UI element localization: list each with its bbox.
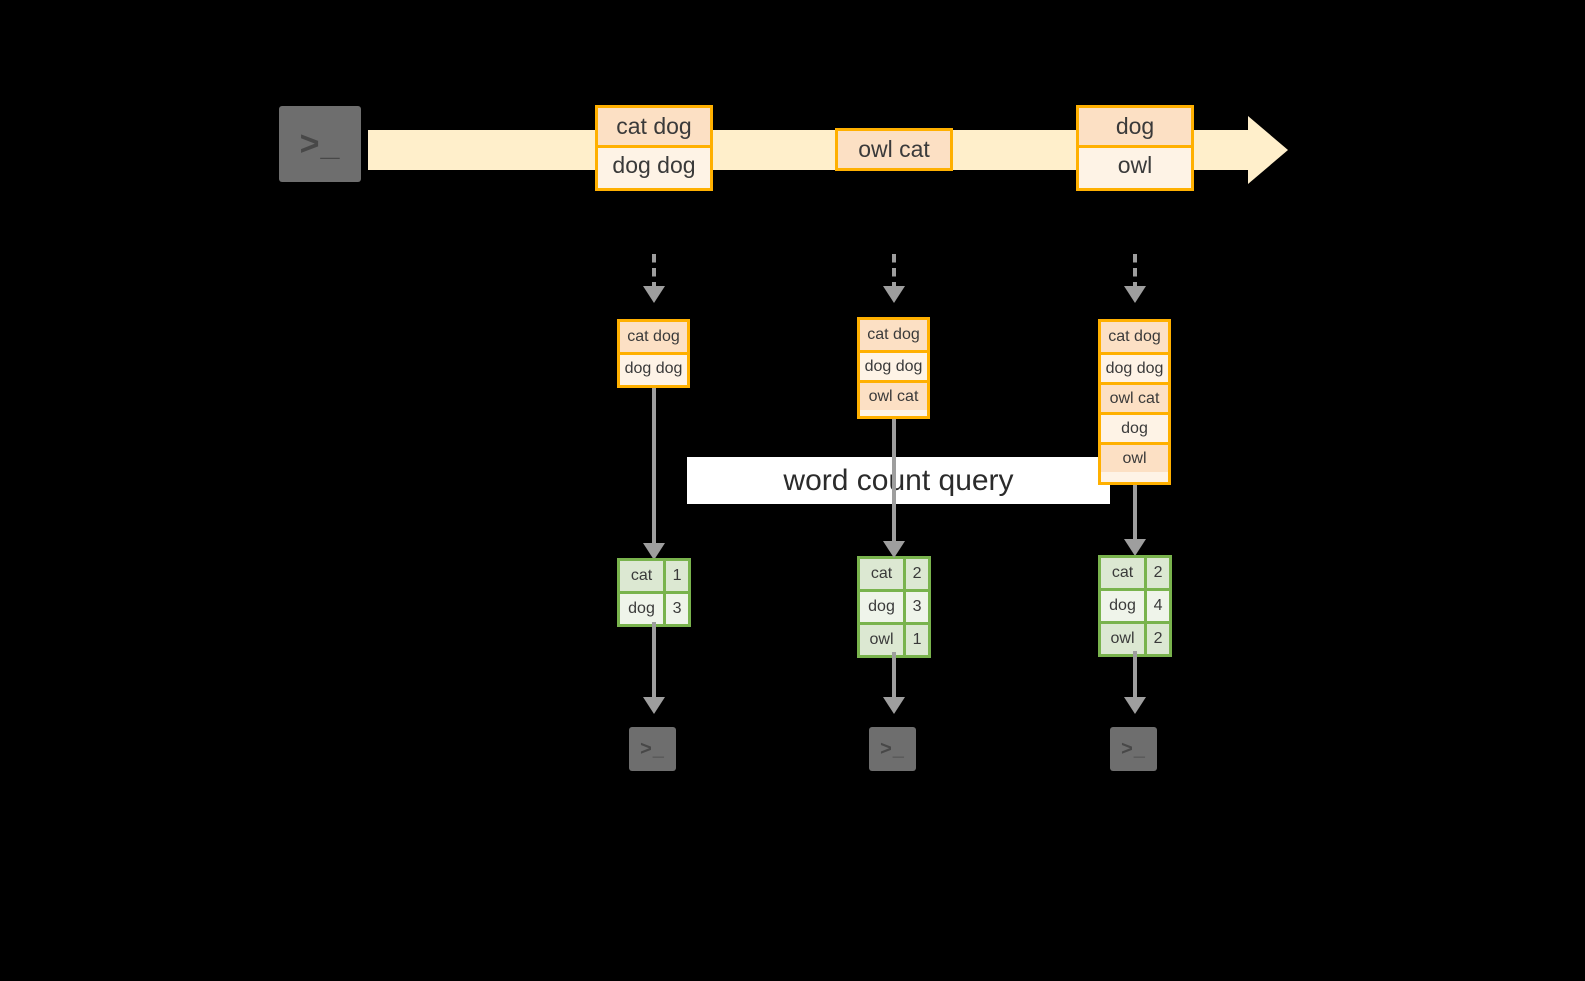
result-word: cat [620,561,664,591]
message-row: owl cat [838,131,950,168]
sink-terminal-icon-1[interactable]: >_ [620,718,685,780]
table-row: dog 4 [1101,588,1169,621]
result-word: cat [1101,558,1145,588]
state-box-1[interactable]: cat dog dog dog [617,319,690,388]
state-row: cat dog [620,322,687,352]
message-row: dog dog [598,145,710,182]
stream-to-state-arrowhead-1 [643,286,665,303]
result-word: cat [860,559,904,589]
stream-to-state-arrowhead-3 [1124,286,1146,303]
state-row: cat dog [860,320,927,350]
state-row: cat dog [1101,322,1168,352]
table-row: dog 3 [860,589,928,622]
sink-terminal-icon-2[interactable]: >_ [860,718,925,780]
state-box-2[interactable]: cat dog dog dog owl cat [857,317,930,419]
result-count: 3 [903,592,928,622]
table-row: cat 1 [620,561,688,591]
terminal-inner [1110,727,1157,771]
query-label-text: word count query [783,463,1014,497]
result-word: dog [860,592,904,622]
result-word: dog [620,594,664,624]
terminal-inner [629,727,676,771]
result-to-sink-arrowhead-1 [643,697,665,714]
query-label-band: word count query [687,457,1110,504]
result-word: dog [1101,591,1145,621]
result-count: 3 [663,594,688,624]
result-count: 2 [1144,624,1169,654]
source-terminal-icon[interactable]: >_ [270,97,370,191]
result-count: 2 [1144,558,1169,588]
terminal-inner [279,106,361,182]
stream-to-state-connector-1 [652,254,656,286]
state-to-result-connector-1 [652,388,656,543]
result-count: 1 [903,625,928,655]
terminal-prompt-glyph: >_ [640,737,665,760]
result-count: 1 [663,561,688,591]
table-row: cat 2 [1101,558,1169,588]
result-table-1[interactable]: cat 1 dog 3 [617,558,691,627]
state-to-result-connector-3 [1133,485,1137,539]
state-row: dog dog [620,352,687,382]
table-row: owl 1 [860,622,928,655]
state-row: dog dog [1101,352,1168,382]
result-to-sink-connector-1 [652,622,656,697]
result-to-sink-arrowhead-3 [1124,697,1146,714]
state-row: owl cat [1101,382,1168,412]
state-to-result-connector-2 [892,419,896,541]
table-row: cat 2 [860,559,928,589]
result-to-sink-connector-3 [1133,651,1137,697]
terminal-inner [869,727,916,771]
message-row: owl [1079,145,1191,182]
result-to-sink-connector-2 [892,652,896,697]
terminal-prompt-glyph: >_ [299,124,341,163]
table-row: dog 3 [620,591,688,624]
state-row: owl [1101,442,1168,472]
message-row: dog [1079,108,1191,145]
state-row: owl cat [860,380,927,410]
state-to-result-arrowhead-3 [1124,539,1146,556]
terminal-prompt-glyph: >_ [1121,737,1146,760]
stream-to-state-connector-3 [1133,254,1137,286]
state-to-result-arrowhead-2 [883,541,905,558]
stream-to-state-arrowhead-2 [883,286,905,303]
stream-arrowhead [1248,116,1288,184]
stream-message-1[interactable]: cat dog dog dog [595,105,713,191]
result-word: owl [1101,624,1145,654]
stream-to-state-connector-2 [892,254,896,286]
table-row: owl 2 [1101,621,1169,654]
message-row: cat dog [598,108,710,145]
result-word: owl [860,625,904,655]
stream-message-3[interactable]: dog owl [1076,105,1194,191]
stream-message-2[interactable]: owl cat [835,128,953,171]
result-table-2[interactable]: cat 2 dog 3 owl 1 [857,556,931,658]
state-box-3[interactable]: cat dog dog dog owl cat dog owl [1098,319,1171,485]
result-count: 2 [903,559,928,589]
result-table-3[interactable]: cat 2 dog 4 owl 2 [1098,555,1172,657]
state-row: dog dog [860,350,927,380]
state-to-result-arrowhead-1 [643,543,665,560]
result-count: 4 [1144,591,1169,621]
sink-terminal-icon-3[interactable]: >_ [1101,718,1166,780]
terminal-prompt-glyph: >_ [880,737,905,760]
result-to-sink-arrowhead-2 [883,697,905,714]
state-row: dog [1101,412,1168,442]
